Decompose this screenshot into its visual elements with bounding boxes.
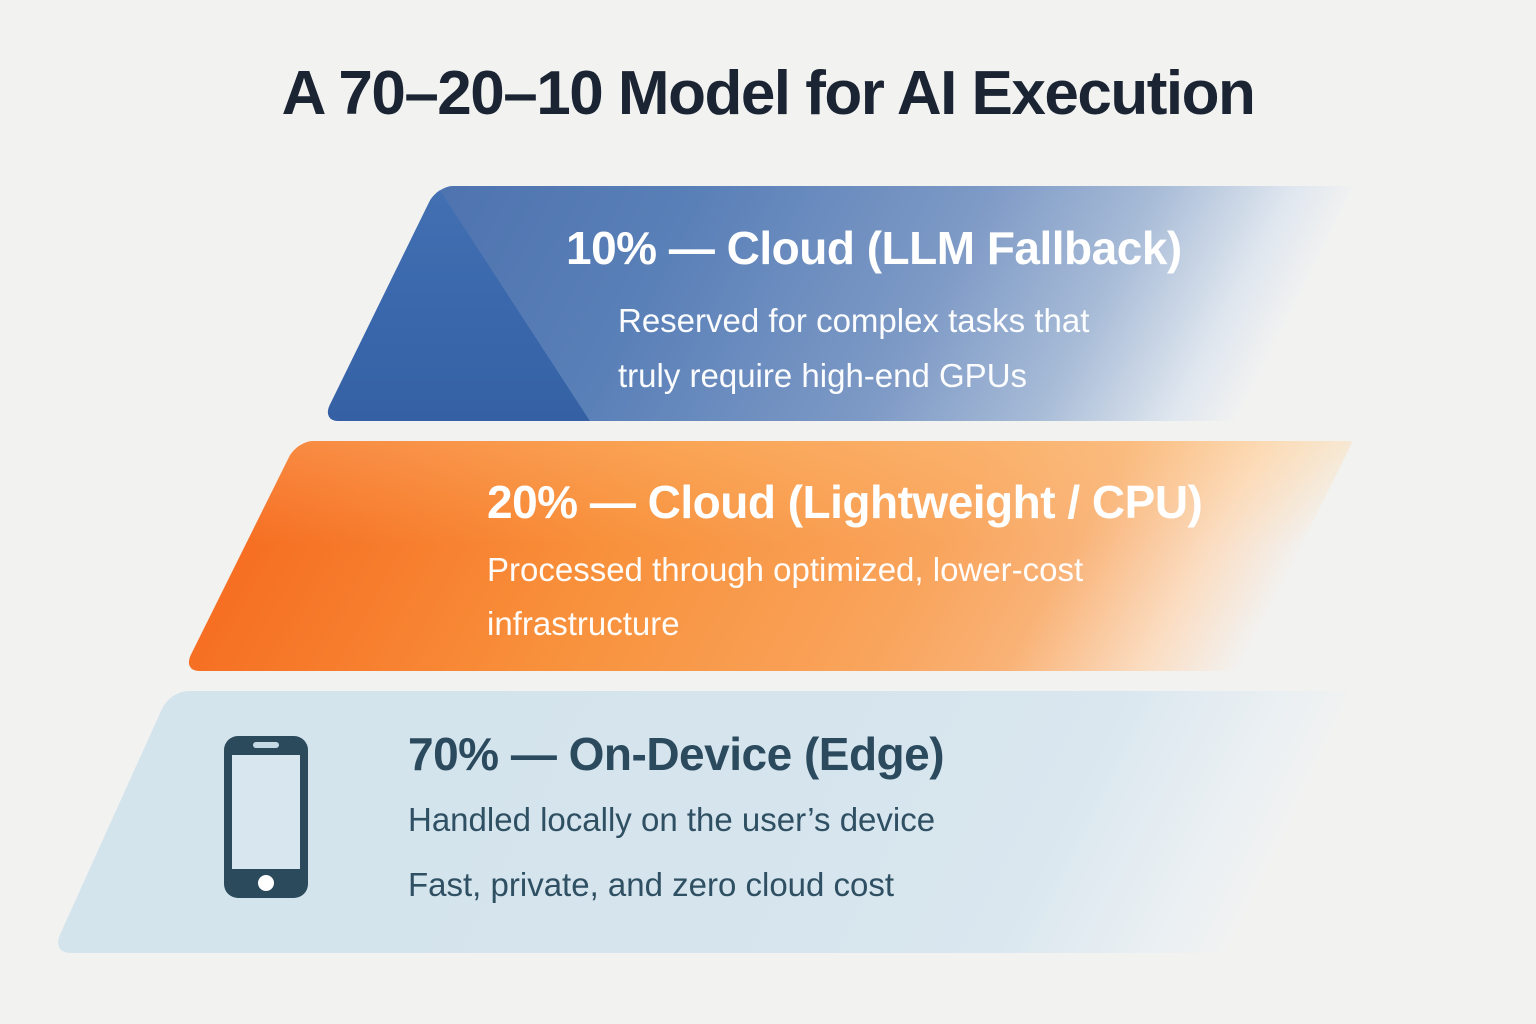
- tier-on-device-description-line-2: Fast, private, and zero cloud cost: [408, 866, 895, 903]
- tier-cloud-cpu-heading: 20% — Cloud (Lightweight / CPU): [487, 476, 1203, 528]
- tier-on-device-description-line-1: Handled locally on the user’s device: [408, 801, 936, 838]
- smartphone-home-button: [258, 875, 274, 891]
- tier-cloud-llm-description-line-1: Reserved for complex tasks that: [618, 302, 1090, 339]
- tier-cloud-llm-description-line-2: truly require high-end GPUs: [618, 357, 1028, 394]
- tier-cloud-cpu-description-line-1: Processed through optimized, lower-cost: [487, 551, 1084, 588]
- tier-cloud-llm-heading: 10% — Cloud (LLM Fallback): [566, 222, 1182, 274]
- tier-cloud-cpu-description-line-2: infrastructure: [487, 605, 680, 642]
- tier-on-device-heading: 70% — On-Device (Edge): [408, 728, 945, 780]
- smartphone-icon: [224, 736, 308, 898]
- smartphone-speaker-slot: [253, 742, 279, 748]
- smartphone-screen: [232, 755, 300, 869]
- page-title: A 70–20–10 Model for AI Execution: [281, 59, 1256, 128]
